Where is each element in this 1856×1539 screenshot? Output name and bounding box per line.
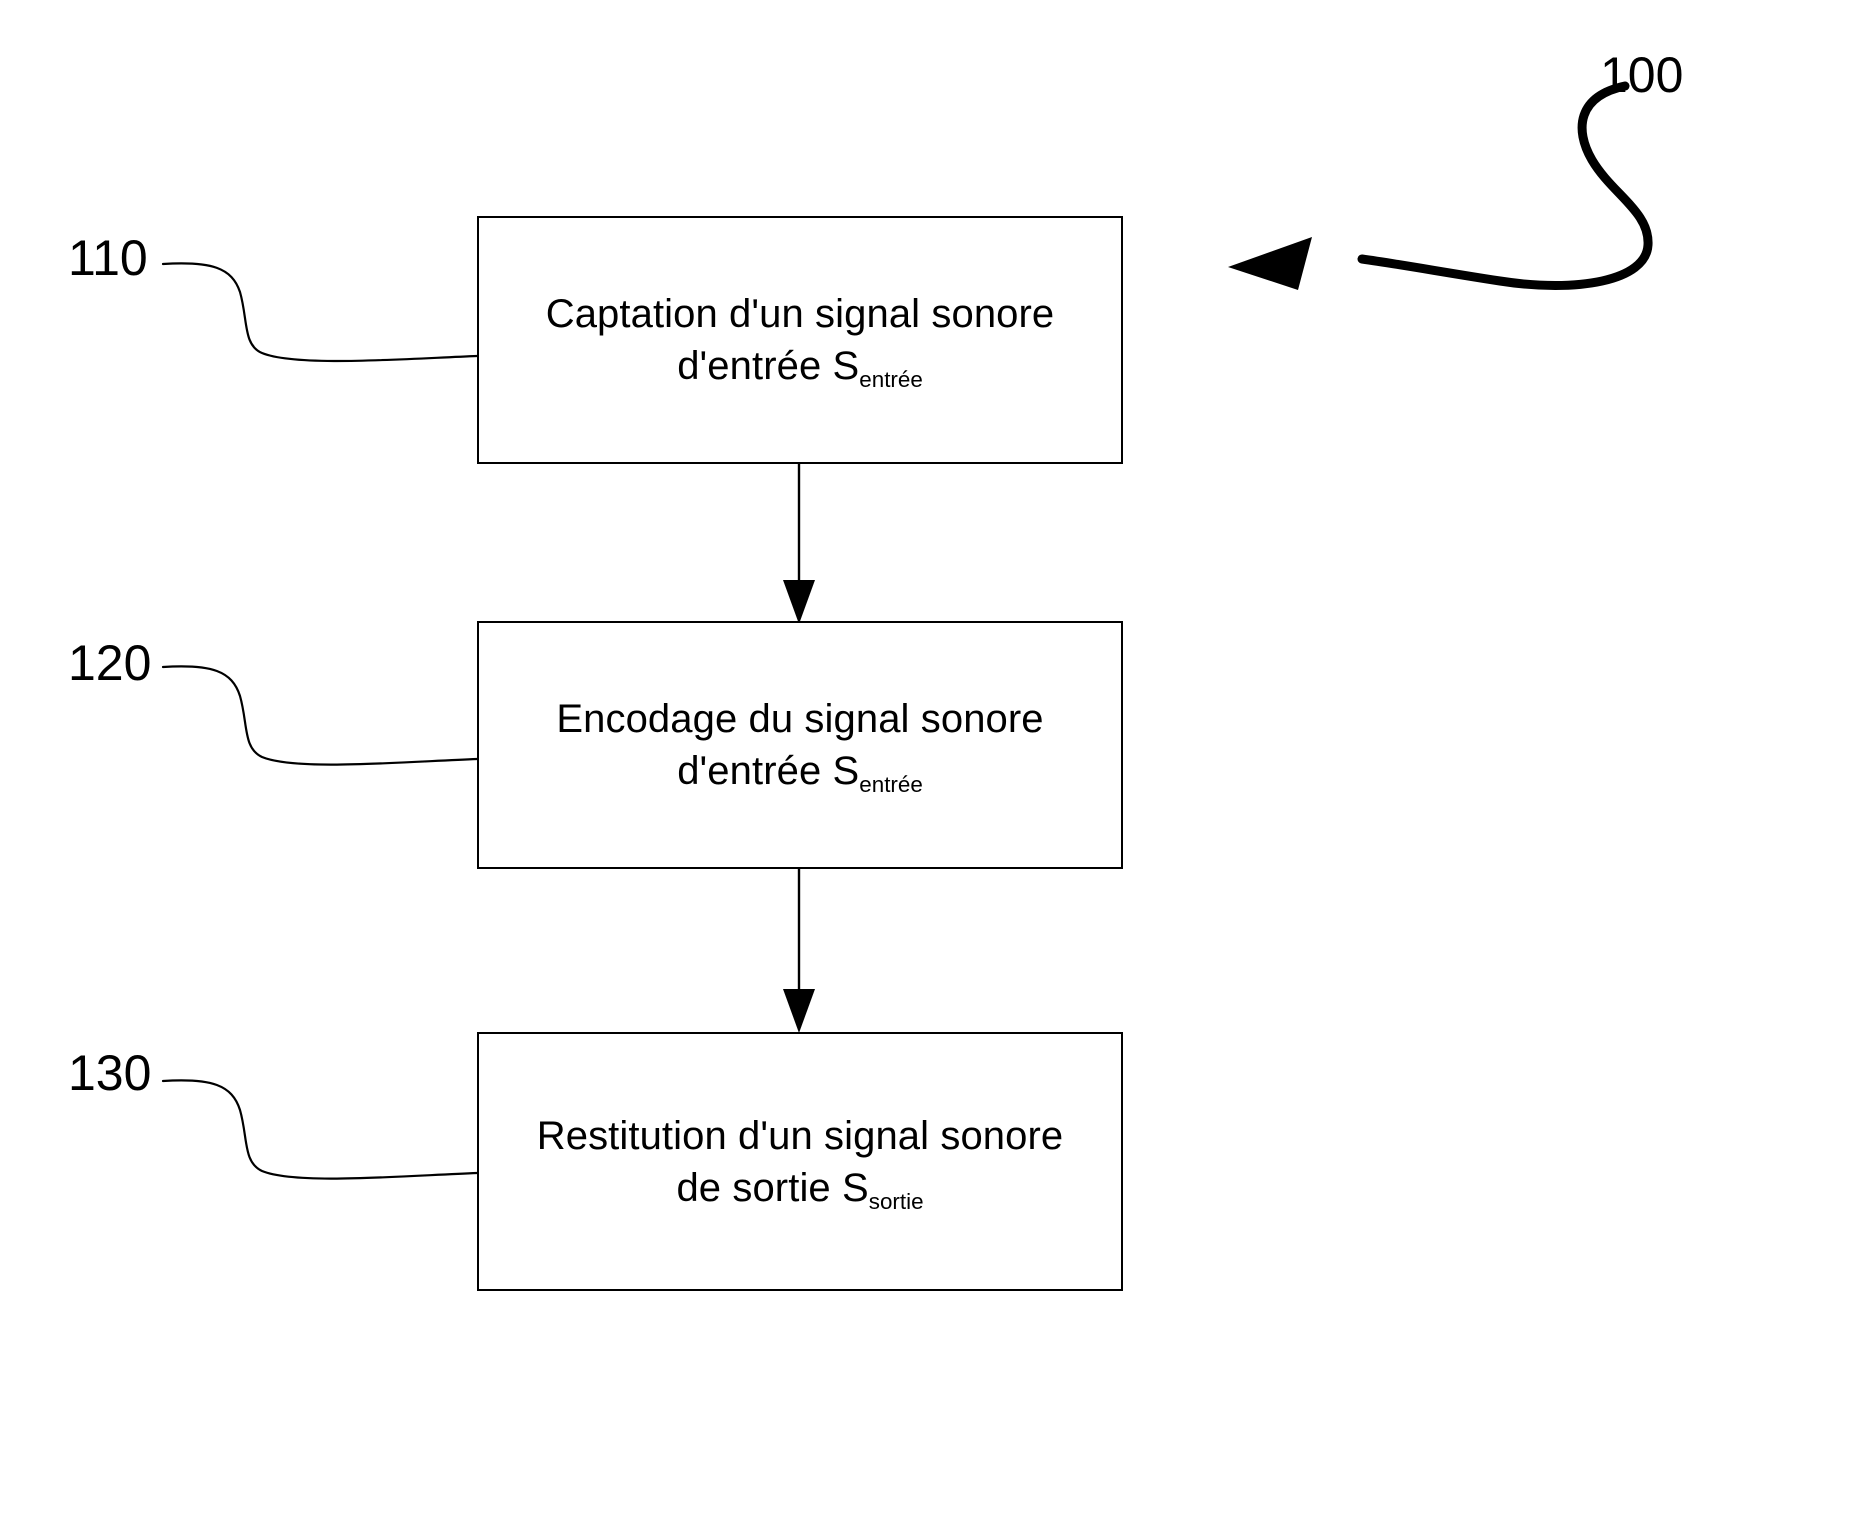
reference-numeral-110: 110 — [68, 230, 148, 286]
step-120-subscript: entrée — [859, 772, 923, 798]
step-130-line2-prefix: de sortie S — [676, 1165, 869, 1210]
reference-numeral-100: 100 — [1600, 47, 1684, 103]
leader-line-120 — [161, 665, 479, 766]
leader-line-110 — [161, 262, 479, 363]
step-130-line1: Restitution d'un signal sonore — [536, 1113, 1064, 1158]
step-110-line1: Captation d'un signal sonore — [545, 292, 1055, 336]
step-130-line2: de sortie Ssortie — [676, 1165, 923, 1214]
connector-arrow-110-120 — [783, 464, 815, 624]
reference-numeral-120: 120 — [68, 635, 152, 691]
step-110-line2-prefix: d'entrée S — [677, 344, 860, 388]
step-box-130-text: Restitution d'un signal sonore de sortie… — [519, 1110, 1082, 1214]
step-box-110[interactable]: Captation d'un signal sonore d'entrée Se… — [477, 216, 1123, 464]
step-130-subscript: sortie — [868, 1188, 924, 1214]
step-box-120[interactable]: Encodage du signal sonore d'entrée Sentr… — [477, 621, 1123, 869]
step-110-subscript: entrée — [859, 367, 923, 393]
figure-pointer-arrow — [1228, 81, 1653, 290]
step-120-line2-prefix: d'entrée S — [677, 749, 860, 793]
step-110-line2: d'entrée Sentrée — [677, 344, 923, 392]
reference-numeral-130: 130 — [68, 1045, 152, 1101]
step-120-line1: Encodage du signal sonore — [556, 697, 1044, 741]
step-box-120-text: Encodage du signal sonore d'entrée Sentr… — [538, 693, 1061, 797]
step-box-130[interactable]: Restitution d'un signal sonore de sortie… — [477, 1032, 1123, 1291]
step-120-line2: d'entrée Sentrée — [677, 749, 923, 797]
leader-line-130 — [161, 1079, 479, 1180]
step-box-110-text: Captation d'un signal sonore d'entrée Se… — [528, 288, 1073, 392]
connector-arrow-120-130 — [783, 869, 815, 1033]
